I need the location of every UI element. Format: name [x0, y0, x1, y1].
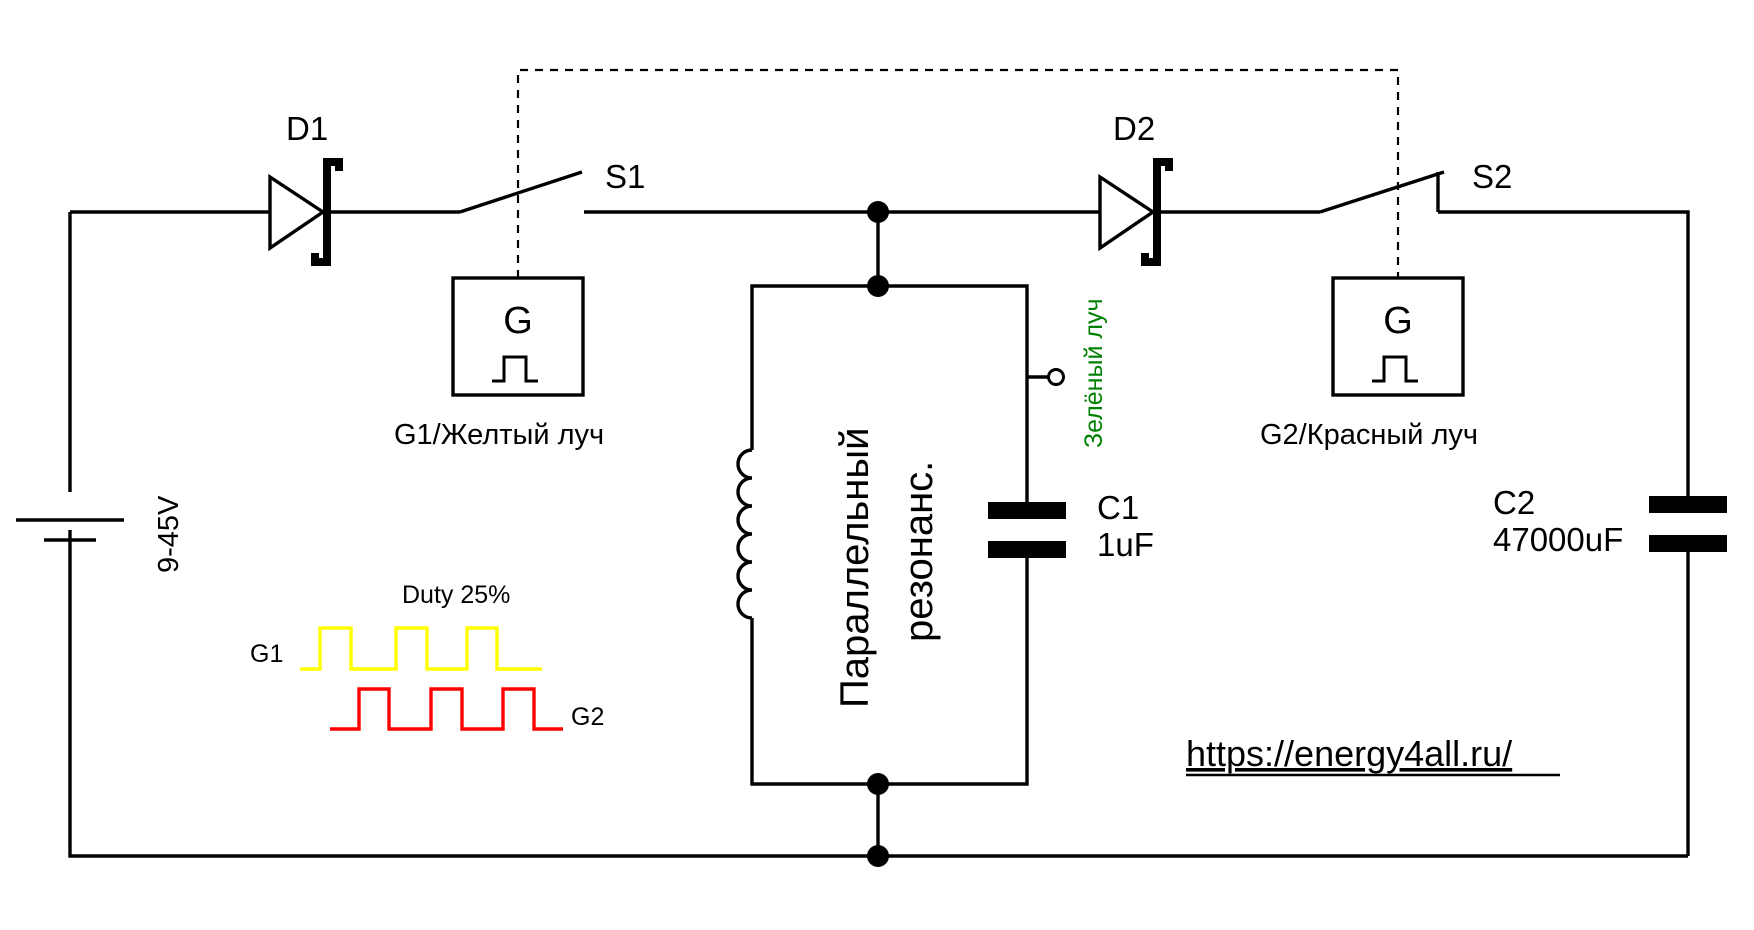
tank-frame-lower [750, 558, 1029, 786]
wiring [68, 210, 1690, 858]
timing-g2-label: G2 [571, 703, 604, 731]
resonance-label-line2: резонанс. [897, 461, 941, 642]
generator-g2-caption: G2/Красный луч [1260, 419, 1478, 451]
switch-s1-label: S1 [605, 158, 645, 195]
capacitor-c1-value: 1uF [1097, 526, 1154, 563]
battery-voltage-label: 9-45V [153, 495, 185, 573]
diode-d2 [1098, 158, 1173, 266]
tap-terminal [1047, 368, 1065, 386]
timing-diagram: Duty 25% G1 G2 [250, 581, 604, 731]
generator-g1 [451, 276, 585, 397]
website-url: https://energy4all.ru/ [1186, 733, 1512, 774]
junction-dot [867, 773, 889, 795]
timing-title: Duty 25% [402, 581, 510, 609]
junction-dot [867, 845, 889, 867]
wire-left-bottom [68, 530, 1688, 858]
g2-waveform [330, 687, 563, 731]
switch-s1 [459, 170, 583, 214]
battery-symbol [16, 518, 124, 542]
generator-g2-symbol: G [1383, 300, 1413, 342]
diode-d1 [268, 158, 343, 266]
resonance-label-line1: Параллельный [833, 428, 877, 708]
generator-g1-symbol: G [503, 300, 533, 342]
diode-d1-label: D1 [286, 110, 328, 147]
capacitor-c2-value: 47000uF [1493, 521, 1623, 558]
capacitor-c2-name: C2 [1493, 484, 1535, 521]
generator-g1-caption: G1/Желтый луч [394, 419, 604, 451]
capacitor-c2 [1649, 496, 1727, 552]
switch-s2 [1319, 170, 1445, 214]
inductor-coil [736, 448, 753, 620]
junctions [867, 201, 889, 867]
capacitor-c1 [988, 502, 1066, 558]
timing-g1-label: G1 [250, 640, 283, 668]
diode-d2-label: D2 [1113, 110, 1155, 147]
wire-s2-right [1438, 210, 1690, 496]
tank-frame [750, 284, 1029, 502]
g1-waveform [300, 626, 542, 671]
control-link-dashed [516, 68, 1400, 278]
generator-g2 [1331, 276, 1465, 397]
capacitor-c1-name: C1 [1097, 489, 1139, 526]
junction-dot [867, 275, 889, 297]
junction-dot [867, 201, 889, 223]
tap-label: Зелёный луч [1080, 299, 1108, 448]
switch-s2-label: S2 [1472, 158, 1512, 195]
